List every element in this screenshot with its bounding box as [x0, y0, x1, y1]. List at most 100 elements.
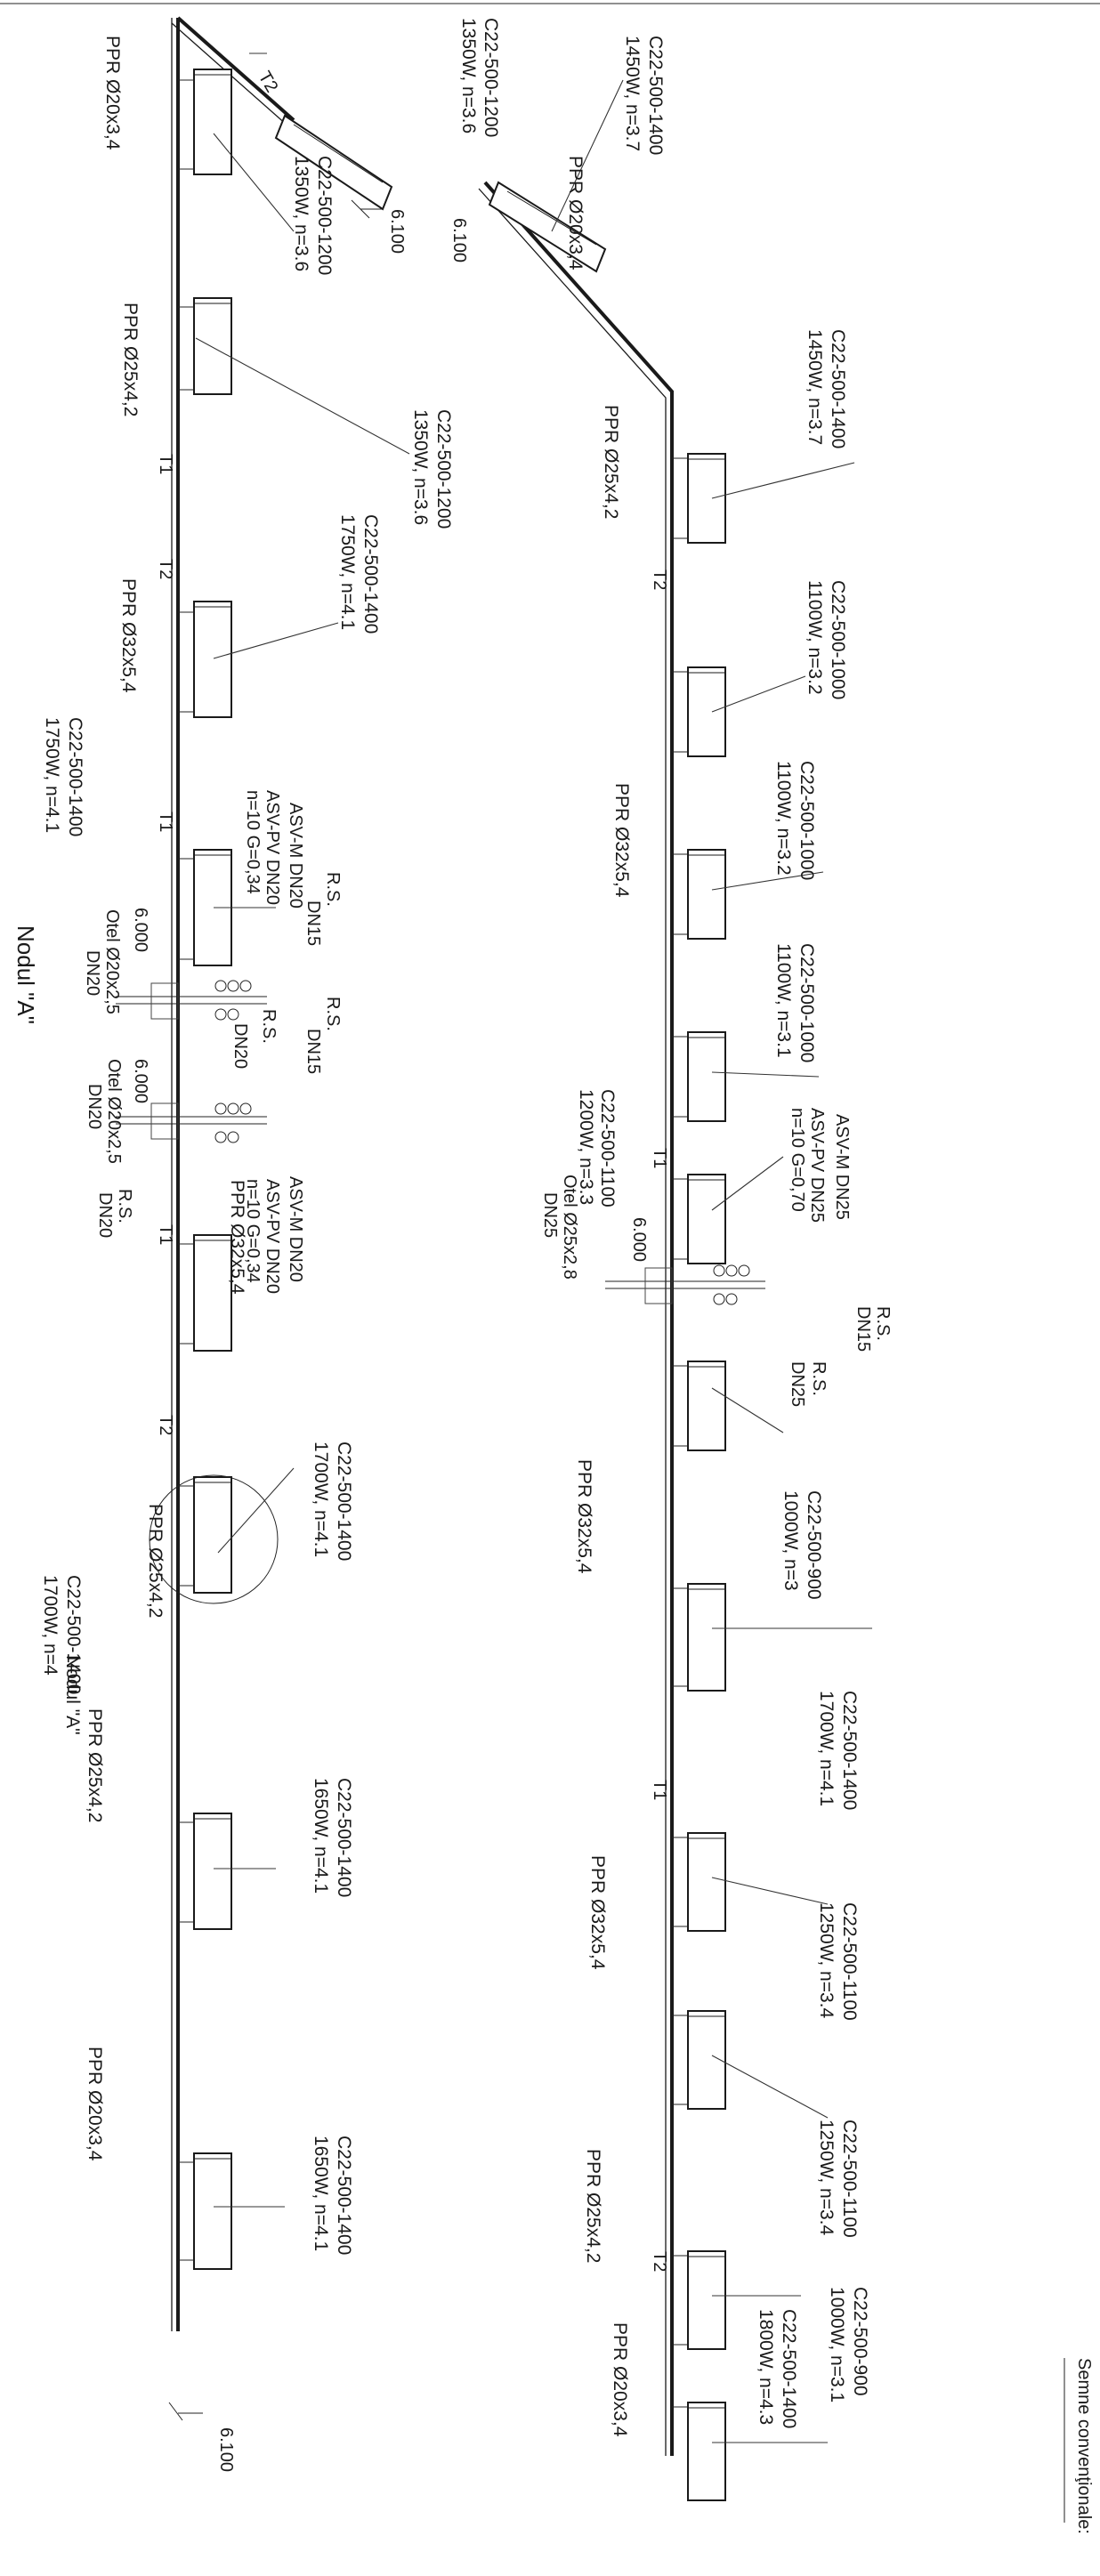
- left-top-rad-spec: 1350W, n=3.6: [458, 18, 479, 133]
- left-rs-1: R.S.: [323, 872, 343, 907]
- left-rad2-spec: 1350W, n=3.6: [410, 409, 431, 525]
- left-rad6-model: C22-500-1400: [334, 1441, 354, 1561]
- left-rad2-model: C22-500-1200: [433, 409, 454, 529]
- right-pipe-5: PPR Ø32x5,4: [587, 1855, 608, 1970]
- right-riser-pipe: [483, 181, 674, 2456]
- right-rad11-spec: 1000W, n=3.1: [827, 2287, 847, 2402]
- left-rs-4: R.S.: [115, 1189, 134, 1223]
- right-rad7-model: C22-500-1400: [839, 1691, 860, 1810]
- radiator-right-9: [687, 2010, 726, 2110]
- right-rad9-spec: 1250W, n=3.4: [816, 2120, 837, 2236]
- left-level-bottom: 6.100: [216, 2427, 236, 2472]
- left-top-level-arrow: [351, 199, 383, 219]
- right-rs-1: R.S.: [873, 1306, 893, 1341]
- left-rs-2: R.S.: [259, 1009, 279, 1044]
- radiator-left-8: [193, 2152, 232, 2270]
- left-asvm-1: ASV-M DN20: [286, 803, 305, 908]
- left-rad3-spec: 1750W, n=4.1: [337, 514, 358, 630]
- right-rad5-model: C22-500-1100: [597, 1089, 618, 1207]
- right-tee-2: T1: [650, 1148, 669, 1168]
- right-tee-1: T2: [650, 569, 669, 590]
- right-pipe-1: PPR Ø20x3,4: [565, 156, 586, 271]
- left-level-floor-2: 6.000: [131, 1059, 150, 1103]
- right-rad4-spec: 1100W, n=3.1: [773, 943, 794, 1058]
- right-rad2-spec: 1100W, n=3.2: [805, 580, 825, 695]
- radiator-left-1: [193, 69, 232, 175]
- right-top-rad-spec: 1450W, n=3.7: [622, 36, 643, 151]
- left-riser: [116, 16, 393, 2421]
- right-asvm: ASV-M DN25: [832, 1114, 852, 1220]
- left-rad7-spec: 1650W, n=4.1: [311, 1778, 331, 1894]
- left-steel-1-dn: DN20: [83, 950, 102, 996]
- right-level-floor: 6.000: [629, 1217, 649, 1262]
- left-radiator-connections: [178, 79, 194, 2261]
- radiator-left-7: [193, 1813, 232, 1930]
- node-a-title: Nodul "A": [12, 925, 39, 1024]
- right-rad1-spec: 1450W, n=3.7: [805, 329, 825, 445]
- left-asvpv-2: ASV-PV DN20: [263, 1179, 282, 1294]
- left-top-branch: [176, 16, 295, 122]
- right-rad10-spec: 1800W, n=4.3: [756, 2309, 776, 2425]
- left-rad4-model: C22-500-1400: [65, 717, 85, 836]
- left-rs-2-dn: DN20: [231, 1023, 250, 1069]
- left-pipe-3: PPR Ø32x5,4: [118, 578, 139, 693]
- radiator-right-2: [687, 666, 726, 757]
- radiator-right-11: [687, 2402, 726, 2501]
- right-pipe-6: PPR Ø25x4,2: [583, 2149, 603, 2263]
- left-bottom-level-arrow: [168, 2402, 203, 2421]
- left-rad5-spec: 1700W, n=4: [40, 1575, 61, 1676]
- right-level-top: 6.100: [449, 218, 469, 262]
- left-top-rad-model: C22-500-1200: [481, 18, 501, 137]
- left-rad5-model: C22-500-1400: [63, 1575, 84, 1694]
- radiator-right-5: [687, 1174, 726, 1264]
- left-rad8-spec: 1650W, n=4.1: [311, 2136, 331, 2251]
- right-rad2-model: C22-500-1000: [828, 580, 848, 699]
- left-pipe-5: PPR Ø25x4,2: [145, 1504, 166, 1618]
- left-asvm-2: ASV-M DN20: [286, 1176, 305, 1282]
- right-pipe-2: PPR Ø25x4,2: [601, 405, 621, 519]
- right-rs-2: R.S.: [809, 1361, 829, 1396]
- right-radiator-connections: [672, 457, 688, 2408]
- left-tee-4: T1: [156, 812, 175, 832]
- left-rad7-model: C22-500-1400: [334, 1778, 354, 1897]
- left-level-floor-1: 6.000: [131, 908, 150, 952]
- right-riser: [478, 181, 765, 2501]
- right-rad3-spec: 1100W, n=3.2: [773, 761, 794, 876]
- right-rs-1-dn: DN15: [853, 1306, 873, 1352]
- right-steel-dn: DN25: [540, 1192, 560, 1238]
- radiator-right-10: [687, 2250, 726, 2350]
- radiator-right-1: [687, 453, 726, 544]
- left-floor-crossing-2: [116, 1102, 267, 1143]
- left-rs-1-dn: DN15: [303, 900, 323, 946]
- right-pipe-4: PPR Ø32x5,4: [574, 1459, 594, 1574]
- left-rad3-model: C22-500-1400: [360, 514, 381, 634]
- right-rad8-model: C22-500-1100: [839, 1902, 860, 2021]
- node-a-circle: [149, 1474, 279, 1604]
- radiator-right-top: [488, 181, 607, 273]
- right-top-rad-model: C22-500-1400: [645, 36, 666, 155]
- left-tee-2: T1: [156, 454, 175, 474]
- right-pipe-7: PPR Ø20x3,4: [610, 2322, 630, 2437]
- left-tee-1: T2: [255, 69, 282, 96]
- right-rad7-spec: 1700W, n=4.1: [816, 1691, 837, 1806]
- radiator-right-6: [687, 1361, 726, 1451]
- right-asvpv-set: n=10 G=0,70: [788, 1108, 807, 1212]
- right-rad8-spec: 1250W, n=3.4: [816, 1902, 837, 2019]
- left-pipe-2: PPR Ø25x4,2: [120, 303, 141, 416]
- left-pipe-7: PPR Ø20x3,4: [85, 2047, 105, 2161]
- radiator-left-2: [193, 297, 232, 395]
- left-rad1-model: C22-500-1200: [314, 156, 335, 275]
- left-steel-2-dn: DN20: [85, 1084, 104, 1129]
- left-rad8-model: C22-500-1400: [334, 2136, 354, 2255]
- right-rad6-model: C22-500-900: [804, 1490, 824, 1600]
- left-tee-5: T1: [156, 1224, 175, 1245]
- right-pipe-3: PPR Ø32x5,4: [611, 783, 632, 898]
- radiator-left-6: [193, 1476, 232, 1594]
- right-steel: Otel Ø25x2,8: [560, 1175, 579, 1280]
- left-rs-4-dn: DN20: [95, 1192, 115, 1238]
- left-steel-1: Otel Ø20x2,5: [102, 909, 122, 1014]
- left-tee-3: T2: [156, 559, 175, 579]
- left-tee-6: T2: [156, 1415, 175, 1435]
- right-rad5-spec: 1200W, n=3.3: [576, 1089, 596, 1205]
